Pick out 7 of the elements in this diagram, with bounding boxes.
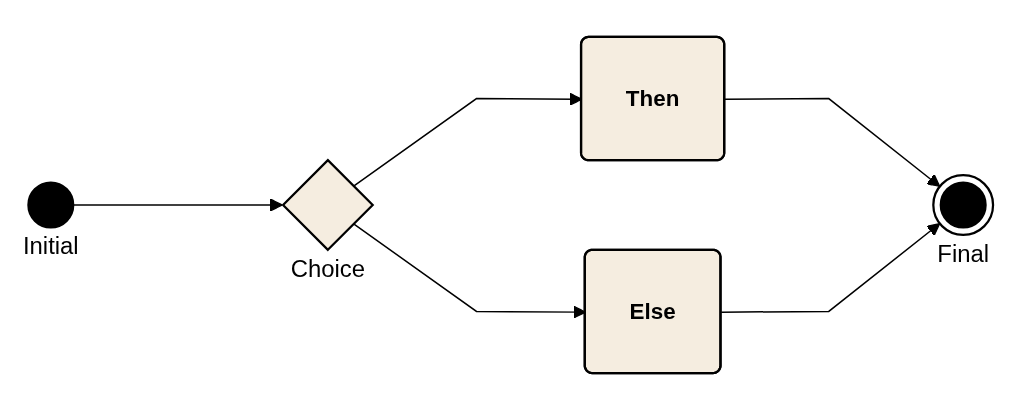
node-caption: Final <box>937 239 990 267</box>
node-caption: Choice <box>290 254 366 282</box>
arrow <box>720 222 941 313</box>
node-label: Else <box>629 297 676 323</box>
arrow <box>724 97 941 188</box>
node-label: Then <box>625 84 680 111</box>
node-caption: Initial <box>22 232 79 260</box>
